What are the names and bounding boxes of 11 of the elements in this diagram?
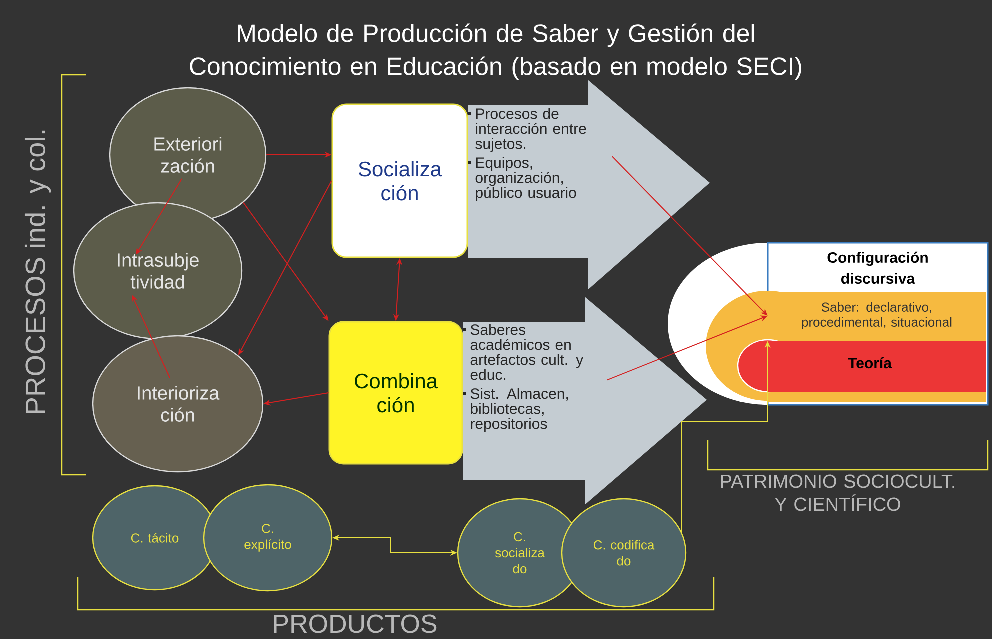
bullet-item: Sist. Almacen, bibliotecas, repositorios (463, 388, 568, 432)
bullet-item: Procesos de interacción entre sujetos. (468, 108, 586, 152)
mode-box: Combina ción (328, 321, 464, 465)
side-label: PROCESOS ind. y col. (24, 130, 52, 414)
knowledge-band: Teoría (737, 339, 986, 393)
group-label: PRODUCTOS (274, 614, 437, 634)
group-label: PATRIMONIO SOCIOCULT. Y CIENTÍFICO (721, 474, 954, 512)
bullet-item: Saberes académicos en artefactos cult. y educ. (463, 324, 584, 380)
title: Modelo de Producción de Saber y Gestión del Conocimiento en Educación (basado en modelo SECI) (190, 24, 802, 80)
mode-box: Socializa ción (332, 104, 468, 258)
bullet-item: Equipos, organización, público usuario (468, 157, 576, 202)
